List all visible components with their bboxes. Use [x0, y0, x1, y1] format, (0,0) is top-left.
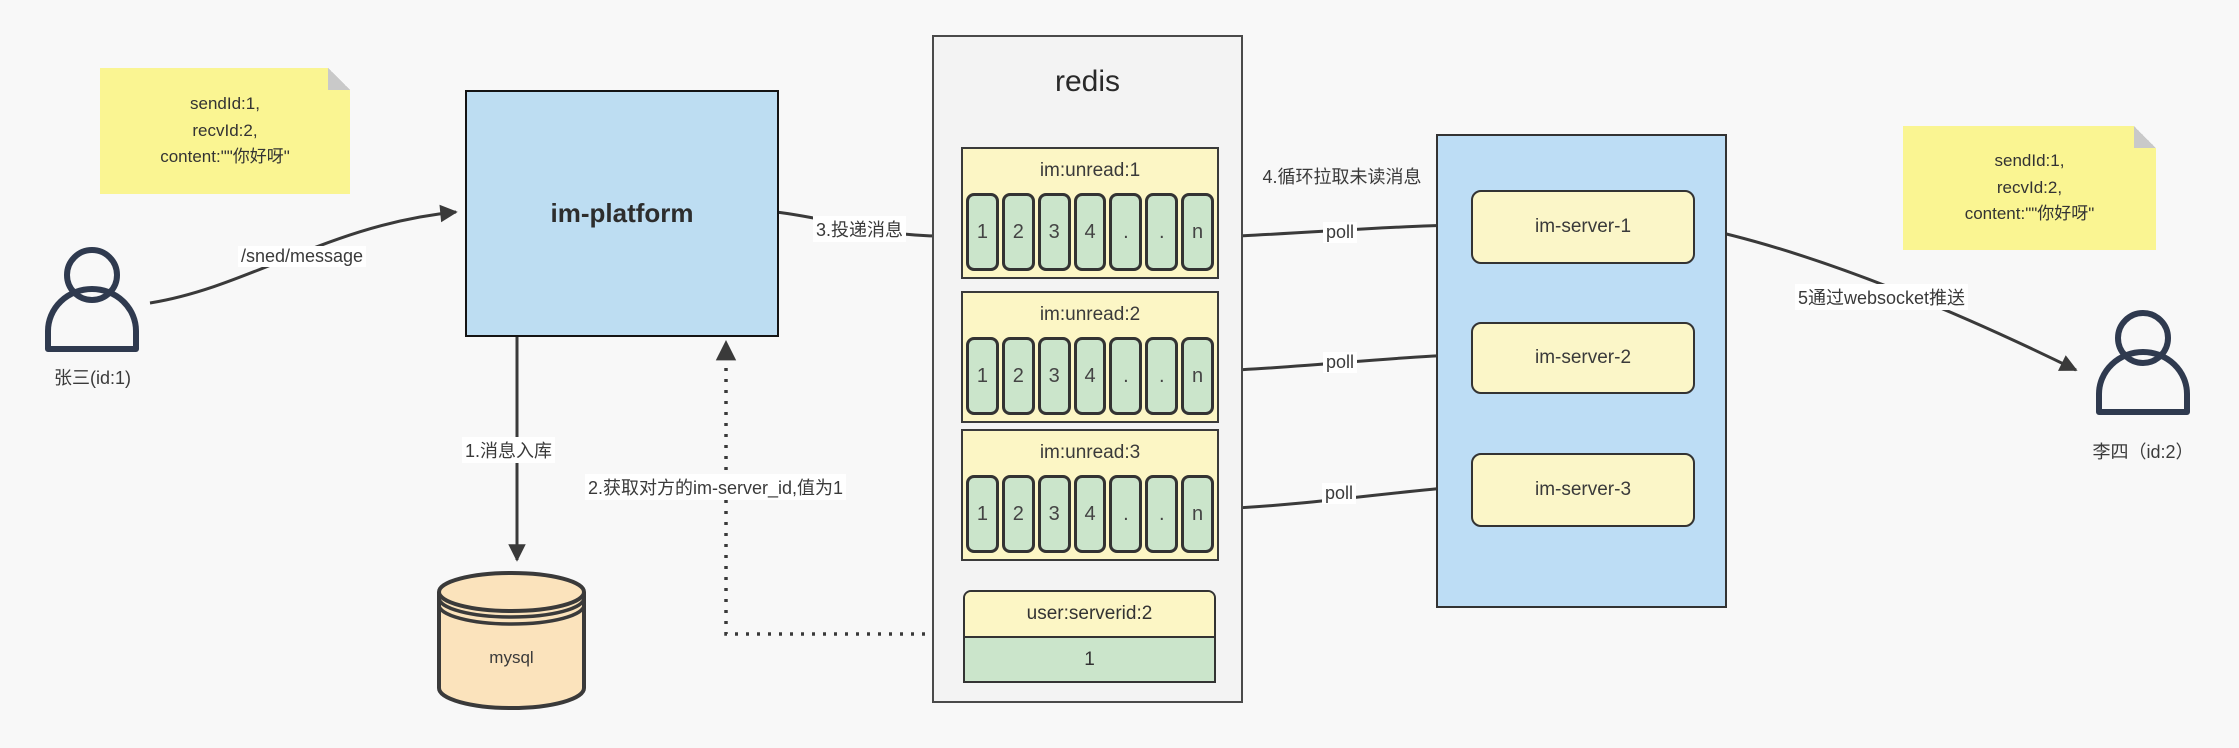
- mysql-label: mysql: [489, 648, 534, 667]
- note-line: sendId:1,: [1994, 151, 2065, 171]
- queue-cell: 4: [1073, 193, 1107, 271]
- queue-cells: 1 2 3 4 . . n: [963, 193, 1217, 277]
- note-line: recvId:2,: [1996, 177, 2063, 197]
- database-icon: [437, 571, 586, 710]
- note-fold-corner-icon: [2134, 126, 2156, 148]
- queue-cell: 4: [1073, 475, 1107, 553]
- sender-label: 张三(id:1): [53, 368, 131, 388]
- queue-cell: 3: [1037, 475, 1071, 553]
- user-icon: [45, 247, 139, 352]
- im-server-2-node: im-server-2: [1471, 322, 1695, 394]
- im-server-label: im-server-3: [1534, 479, 1632, 500]
- queue-cell: n: [1181, 475, 1215, 553]
- queue-cell: .: [1145, 475, 1179, 553]
- unread-queue-1: im:unread:1 1 2 3 4 . . n: [961, 147, 1219, 279]
- im-server-label: im-server-2: [1534, 347, 1632, 368]
- queue-header: im:unread:1: [1039, 160, 1141, 181]
- note-line: content:""你好呀": [1964, 204, 2095, 224]
- edge-label-send: /sned/message: [238, 246, 367, 267]
- im-server-1-node: im-server-1: [1471, 190, 1695, 264]
- im-platform-node: im-platform: [465, 90, 779, 337]
- queue-cell: .: [1145, 337, 1179, 415]
- message-note-left: sendId:1, recvId:2, content:""你好呀": [100, 68, 350, 194]
- redis-title: redis: [1054, 65, 1121, 98]
- queue-cell: 2: [1001, 193, 1035, 271]
- queue-cell: n: [1181, 337, 1215, 415]
- im-server-label: im-server-1: [1534, 216, 1632, 237]
- note-line: content:""你好呀": [160, 147, 290, 167]
- receiver-label: 李四（id:2）: [2092, 442, 2194, 462]
- edge-label-step3: 3.投递消息: [813, 216, 907, 242]
- edge-label-step1: 1.消息入库: [462, 437, 556, 463]
- edge-label-poll-3: poll: [1322, 483, 1357, 504]
- note-fold-corner-icon: [328, 68, 350, 90]
- queue-cell: .: [1145, 193, 1179, 271]
- queue-header: im:unread:3: [1039, 442, 1141, 463]
- queue-cell: 2: [1001, 337, 1035, 415]
- edge-label-step5: 5通过websocket推送: [1795, 284, 1969, 310]
- im-server-3-node: im-server-3: [1471, 453, 1695, 527]
- message-note-right: sendId:1, recvId:2, content:""你好呀": [1903, 126, 2156, 250]
- note-line: sendId:1,: [190, 94, 260, 114]
- queue-cell: 3: [1037, 337, 1071, 415]
- note-line: recvId:2,: [192, 120, 258, 140]
- user-icon: [2096, 310, 2190, 415]
- user-serverid-value: 1: [965, 638, 1214, 681]
- queue-cell: 1: [966, 475, 999, 553]
- queue-cell: 2: [1001, 475, 1035, 553]
- queue-cell: 1: [966, 193, 999, 271]
- queue-cell: n: [1181, 193, 1215, 271]
- queue-cell: .: [1109, 475, 1143, 553]
- queue-cell: 1: [966, 337, 999, 415]
- queue-cells: 1 2 3 4 . . n: [963, 337, 1217, 421]
- edge-label-step4: 4.循环拉取未读消息: [1262, 167, 1422, 187]
- redis-container: redis im:unread:1 1 2 3 4 . . n im:unrea…: [932, 35, 1243, 703]
- queue-cells: 1 2 3 4 . . n: [963, 475, 1217, 559]
- user-serverid-key: user:serverid:2: [965, 592, 1214, 638]
- queue-cell: 4: [1073, 337, 1107, 415]
- edge-label-poll-2: poll: [1323, 352, 1358, 373]
- user-serverid-node: user:serverid:2 1: [963, 590, 1216, 683]
- queue-header: im:unread:2: [1039, 304, 1141, 325]
- queue-cell: 3: [1037, 193, 1071, 271]
- queue-cell: .: [1109, 193, 1143, 271]
- queue-cell: .: [1109, 337, 1143, 415]
- im-server-cluster: im-server-1 im-server-2 im-server-3: [1436, 134, 1727, 608]
- edge-label-step2: 2.获取对方的im-server_id,值为1: [585, 474, 847, 500]
- unread-queue-2: im:unread:2 1 2 3 4 . . n: [961, 291, 1219, 423]
- unread-queue-3: im:unread:3 1 2 3 4 . . n: [961, 429, 1219, 561]
- im-platform-label: im-platform: [550, 198, 694, 228]
- edge-label-poll-1: poll: [1323, 222, 1358, 243]
